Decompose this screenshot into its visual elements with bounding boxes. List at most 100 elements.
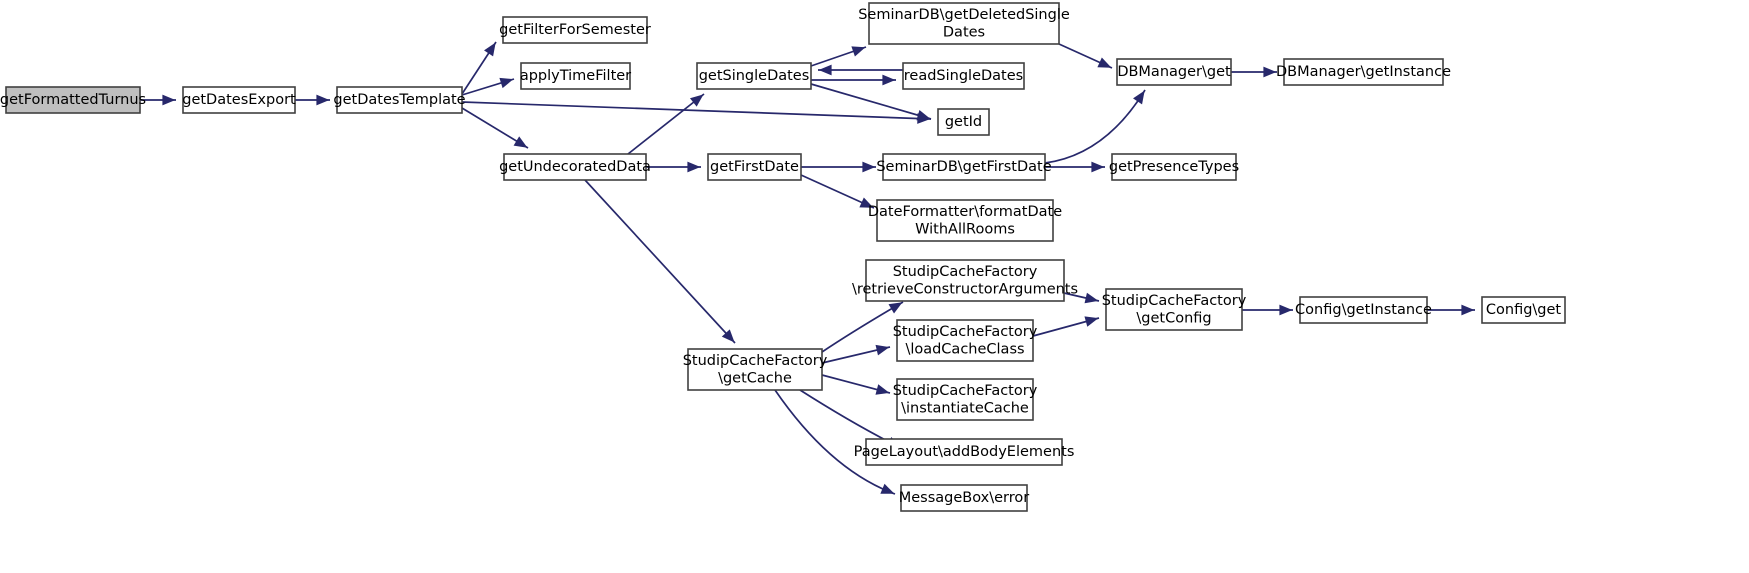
node-box[interactable] (876, 199, 1054, 242)
arrow-head (882, 74, 896, 86)
node-box[interactable] (1105, 288, 1243, 331)
node-getFilterForSemester[interactable]: getFilterForSemester (499, 16, 651, 44)
arrow-head (1263, 66, 1277, 78)
edge-SeminarDB_getFirstDate-to-DBManager_get (1044, 89, 1146, 164)
arrow-head (1084, 316, 1099, 327)
arrow-head (851, 46, 866, 57)
node-box[interactable] (937, 108, 990, 136)
edge-getFormattedTurnus-to-getDatesExport (140, 94, 176, 106)
arrow-head (1461, 304, 1475, 316)
edge-SeminarDB_getDeletedSingleDates-to-DBManager_get (1058, 43, 1113, 69)
edge-getSingleDates-to-readSingleDates (811, 74, 896, 86)
edge-getFirstDate-to-DateFormatter_formatDateWithAllRooms (800, 174, 875, 209)
node-box[interactable] (1481, 296, 1566, 324)
arrow-head (316, 94, 330, 106)
node-box[interactable] (882, 153, 1046, 181)
edge-getDatesTemplate-to-applyTimeFilter (461, 77, 515, 96)
node-box[interactable] (336, 86, 463, 114)
arrow-head (484, 42, 496, 57)
arrow-head (888, 302, 903, 314)
edge-getUndecoratedData-to-getFirstDate (646, 161, 701, 173)
edge-SeminarDB_getFirstDate-to-getPresenceTypes (1045, 161, 1105, 173)
node-StudipCacheFactory_instantiateCache[interactable]: StudipCacheFactory\instantiateCache (893, 378, 1038, 421)
node-box[interactable] (900, 484, 1028, 512)
node-SeminarDB_getFirstDate[interactable]: SeminarDB\getFirstDate (876, 153, 1052, 181)
arrow-head (1084, 292, 1099, 304)
arrow-head (689, 94, 704, 107)
edge-StudipCacheFactory_getCache-to-StudipCacheFactory_retrieveConstructorArguments (821, 301, 904, 353)
node-applyTimeFilter[interactable]: applyTimeFilter (520, 62, 631, 90)
edge-StudipCacheFactory_getCache-to-StudipCacheFactory_loadCacheClass (821, 344, 891, 364)
arrow-head (721, 329, 735, 343)
node-getUndecoratedData[interactable]: getUndecoratedData (499, 153, 651, 181)
node-DBManager_getInstance[interactable]: DBManager\getInstance (1276, 58, 1451, 86)
node-box[interactable] (520, 62, 631, 90)
arrow-head (875, 344, 890, 356)
node-box[interactable] (902, 62, 1025, 90)
node-box[interactable] (1299, 296, 1428, 324)
edge-getUndecoratedData-to-getSingleDates (627, 93, 705, 155)
arrow-head (1279, 304, 1293, 316)
node-box[interactable] (5, 86, 141, 114)
node-getSingleDates[interactable]: getSingleDates (696, 62, 812, 90)
node-MessageBox_error[interactable]: MessageBox\error (899, 484, 1030, 512)
edge-getFirstDate-to-SeminarDB_getFirstDate (801, 161, 876, 173)
arrow-head (859, 197, 874, 208)
node-box[interactable] (865, 438, 1063, 466)
node-Config_getInstance[interactable]: Config\getInstance (1295, 296, 1432, 324)
node-box[interactable] (502, 16, 648, 44)
edge-getUndecoratedData-to-StudipCacheFactory_getCache (584, 179, 736, 344)
arrow-head (862, 161, 876, 173)
node-box[interactable] (503, 153, 647, 181)
edge-DBManager_get-to-DBManager_getInstance (1231, 66, 1277, 78)
edge-StudipCacheFactory_getCache-to-StudipCacheFactory_instantiateCache (821, 374, 891, 395)
node-StudipCacheFactory_retrieveConstructorArguments[interactable]: StudipCacheFactory\retrieveConstructorAr… (852, 259, 1078, 302)
node-StudipCacheFactory_getCache[interactable]: StudipCacheFactory\getCache (683, 348, 828, 391)
node-box[interactable] (896, 378, 1034, 421)
node-getFirstDate[interactable]: getFirstDate (707, 153, 802, 181)
node-PageLayout_addBodyElements[interactable]: PageLayout\addBodyElements (854, 438, 1075, 466)
node-getPresenceTypes[interactable]: getPresenceTypes (1109, 153, 1239, 181)
arrow-head (1091, 161, 1105, 173)
arrow-head (875, 384, 890, 395)
arrow-head (513, 136, 528, 148)
arrow-head (1097, 57, 1112, 68)
node-DBManager_get[interactable]: DBManager\get (1116, 58, 1232, 86)
node-box[interactable] (696, 62, 812, 90)
node-StudipCacheFactory_loadCacheClass[interactable]: StudipCacheFactory\loadCacheClass (893, 319, 1038, 362)
edge-getDatesTemplate-to-getFilterForSemester (461, 41, 497, 95)
node-Config_get[interactable]: Config\get (1481, 296, 1566, 324)
edge-getSingleDates-to-getId (810, 83, 932, 121)
arrow-head (687, 161, 701, 173)
edge-StudipCacheFactory_getConfig-to-Config_getInstance (1242, 304, 1293, 316)
node-box[interactable] (1283, 58, 1444, 86)
node-getDatesExport[interactable]: getDatesExport (182, 86, 296, 114)
arrow-head (499, 77, 514, 89)
arrow-head (162, 94, 176, 106)
node-box[interactable] (1116, 58, 1232, 86)
node-box[interactable] (868, 2, 1060, 45)
node-box[interactable] (865, 259, 1065, 302)
node-box[interactable] (707, 153, 802, 181)
edge-getDatesTemplate-to-getUndecoratedData (461, 107, 529, 149)
node-getDatesTemplate[interactable]: getDatesTemplate (333, 86, 466, 114)
arrow-head (880, 483, 895, 494)
arrow-head (916, 110, 931, 121)
edge-getDatesExport-to-getDatesTemplate (295, 94, 330, 106)
edge-StudipCacheFactory_getCache-to-MessageBox_error (774, 389, 896, 495)
edge-StudipCacheFactory_loadCacheClass-to-StudipCacheFactory_getConfig (1032, 316, 1100, 337)
node-getFormattedTurnus[interactable]: getFormattedTurnus (0, 86, 146, 114)
node-box[interactable] (687, 348, 823, 391)
node-readSingleDates[interactable]: readSingleDates (902, 62, 1025, 90)
node-box[interactable] (896, 319, 1034, 362)
node-box[interactable] (182, 86, 296, 114)
node-getId[interactable]: getId (937, 108, 990, 136)
node-box[interactable] (1111, 153, 1237, 181)
node-StudipCacheFactory_getConfig[interactable]: StudipCacheFactory\getConfig (1102, 288, 1247, 331)
edge-StudipCacheFactory_retrieveConstructorArguments-to-StudipCacheFactory_getConfig (1063, 292, 1100, 304)
arrow-head (818, 64, 832, 76)
node-layer: getFormattedTurnus getDatesExport getDates… (0, 2, 1566, 512)
